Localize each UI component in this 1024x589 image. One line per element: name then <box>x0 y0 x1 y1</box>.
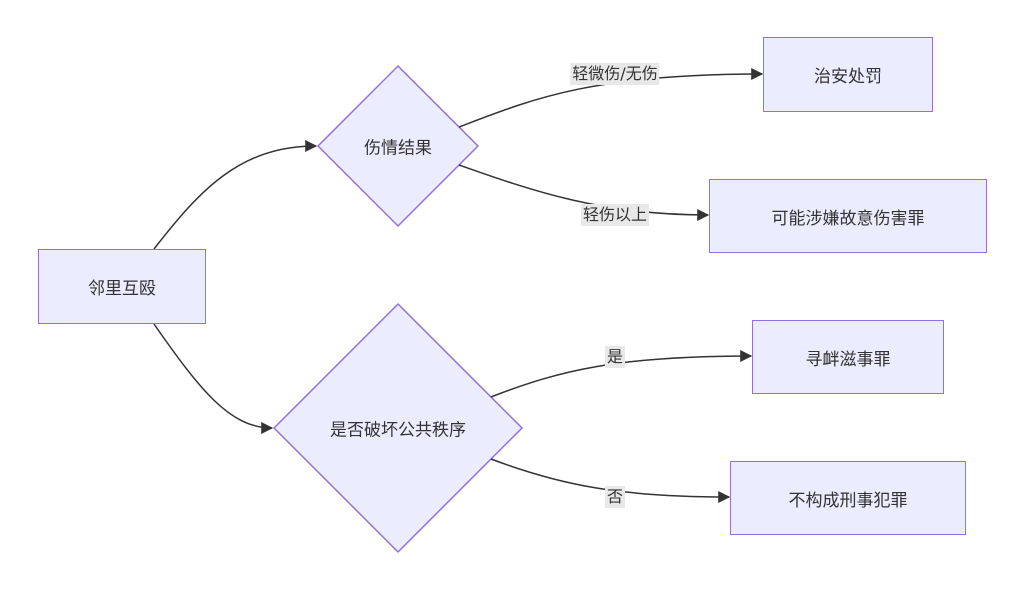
edge-label-minor-or-above: 轻伤以上 <box>580 204 650 226</box>
node-neighbor-fight-label: 邻里互殴 <box>88 279 156 299</box>
injury-result-diamond[interactable] <box>316 64 480 228</box>
edge-injury-to-intentional-injury <box>458 164 710 221</box>
edge-label-minor-or-none: 轻微伤/无伤 <box>570 63 660 85</box>
edge-fight-to-injury <box>153 140 318 250</box>
edge-public-order-to-provoking <box>490 350 753 398</box>
node-admin-penalty-label: 治安处罚 <box>814 67 882 87</box>
edge-label-no: 否 <box>604 486 626 508</box>
node-public-order-label: 是否破坏公共秩序 <box>330 420 466 441</box>
edge-fight-to-public-order <box>153 323 274 434</box>
node-provoking-trouble-label: 寻衅滋事罪 <box>805 349 891 370</box>
node-neighbor-fight[interactable]: 邻里互殴 <box>38 249 206 324</box>
node-provoking-trouble[interactable]: 寻衅滋事罪 <box>752 320 944 394</box>
public-order-diamond[interactable] <box>272 302 524 554</box>
edge-label-yes: 是 <box>604 346 626 368</box>
node-admin-penalty[interactable]: 治安处罚 <box>763 37 933 112</box>
node-intentional-injury[interactable]: 可能涉嫌故意伤害罪 <box>709 179 987 253</box>
node-no-crime[interactable]: 不构成刑事犯罪 <box>730 461 966 535</box>
node-injury-result-label: 伤情结果 <box>364 138 432 159</box>
edge-public-order-to-no-crime <box>490 458 731 503</box>
node-intentional-injury-label: 可能涉嫌故意伤害罪 <box>771 208 925 229</box>
edge-injury-to-admin-penalty <box>458 68 764 128</box>
node-no-crime-label: 不构成刑事犯罪 <box>788 490 908 511</box>
